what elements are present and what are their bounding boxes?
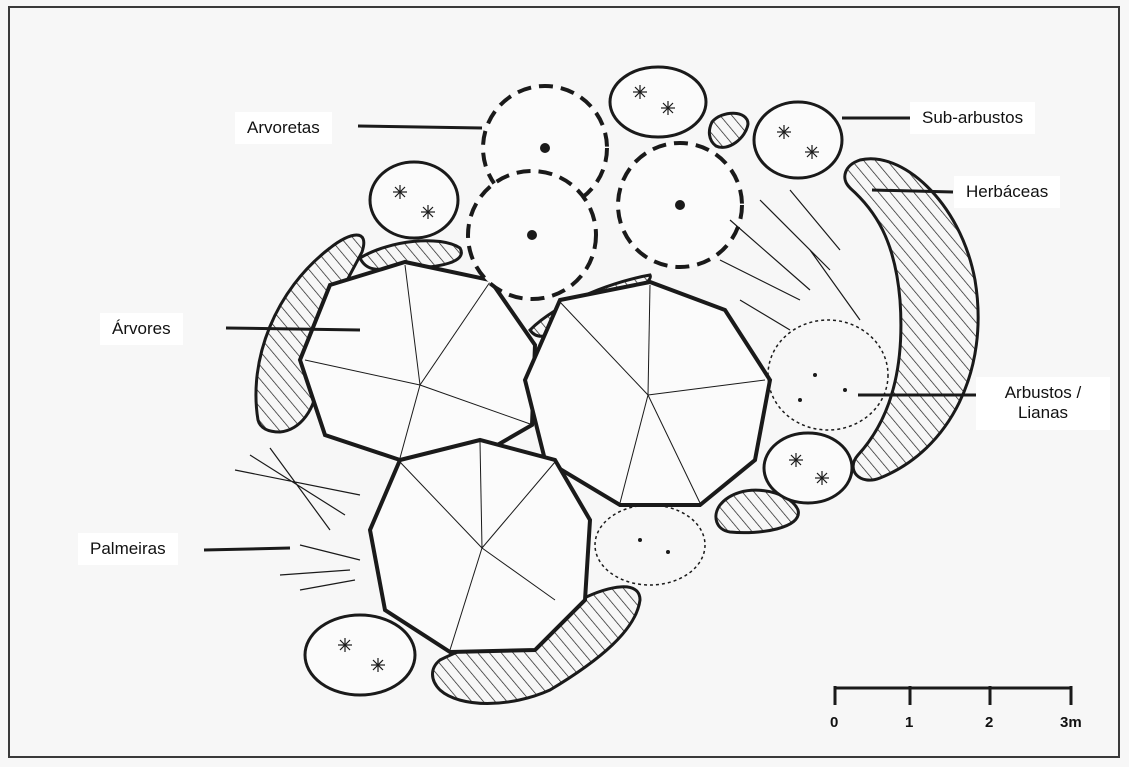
sub-shrub-cluster-5 xyxy=(305,615,415,695)
leader-herbaceas xyxy=(872,190,953,192)
shrub-outline-2 xyxy=(595,505,705,585)
sub-shrub-cluster-1 xyxy=(610,67,706,137)
label-arvoretas: Arvoretas xyxy=(235,112,332,144)
tree-crowns xyxy=(300,262,770,652)
scale-tick-0: 0 xyxy=(830,714,838,731)
label-palmeiras: Palmeiras xyxy=(78,533,178,565)
label-arvores: Árvores xyxy=(100,313,183,345)
sub-shrub-cluster-2 xyxy=(754,102,842,178)
scale-tick-3: 3m xyxy=(1060,714,1082,731)
leader-arvores xyxy=(226,328,360,330)
label-herbaceas: Herbáceas xyxy=(954,176,1060,208)
palm-frond-1 xyxy=(235,448,360,590)
scale-bar xyxy=(835,686,1071,705)
scale-tick-1: 1 xyxy=(905,714,913,731)
sub-shrub-cluster-3 xyxy=(370,162,458,238)
label-sub-arbustos: Sub-arbustos xyxy=(910,102,1035,134)
herbaceous-patch-top xyxy=(709,113,748,147)
scale-tick-2: 2 xyxy=(985,714,993,731)
sub-shrub-cluster-4 xyxy=(764,433,852,503)
shrub-outline-1 xyxy=(768,320,888,430)
leader-arvoretas xyxy=(358,126,482,128)
label-arbustos-lianas: Arbustos / Lianas xyxy=(976,377,1110,430)
leader-palmeiras xyxy=(204,548,290,550)
